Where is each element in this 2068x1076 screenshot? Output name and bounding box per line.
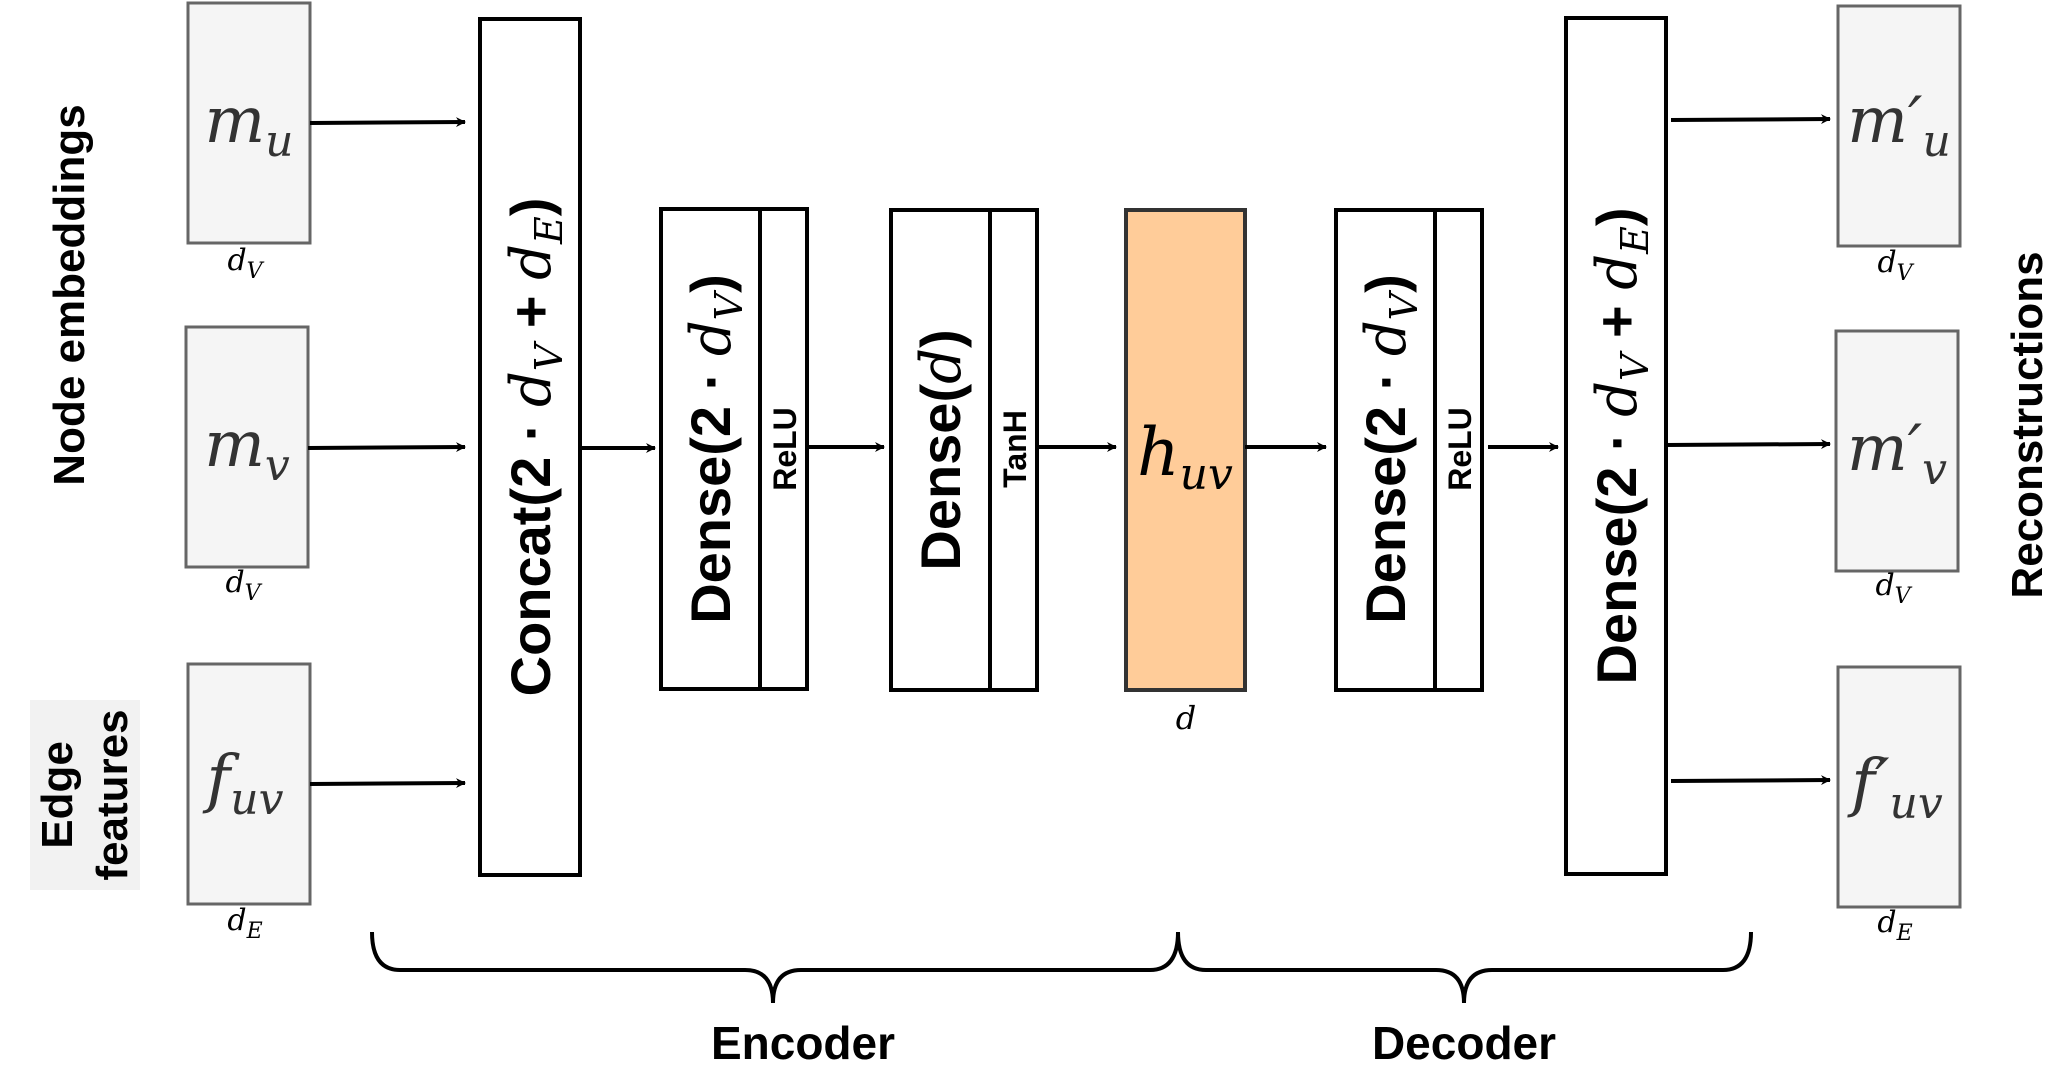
output-m-u-prime: m′u dV [1836,4,1962,286]
arrow-f-uv-to-concat [309,778,466,789]
output-f-uv-prime: f′uv dE [1836,665,1962,946]
output-m-v-prime: m′v dV [1834,329,1960,609]
output-m-v-prime-dimension: dV [1875,568,1912,609]
arrow-dense4-to-m-u-prime [1670,114,1831,125]
encoder-brace [370,931,1180,1004]
svg-text:huv: huv [1137,414,1233,500]
dense3-layer: Dense(2 · dV) ReLU [1334,208,1484,692]
decoder-label: Decoder [1372,1017,1556,1069]
svg-text:m′v: m′v [1847,412,1947,495]
arrow-m-u-to-concat [309,117,466,128]
output-f-uv-prime-dimension: dE [1877,905,1912,946]
svg-text:m′u: m′u [1847,84,1951,167]
output-m-u-prime-dimension: dV [1877,245,1914,286]
dense2-activation: TanH [997,410,1033,488]
svg-text:mv: mv [204,408,290,491]
input-m-v-dimension: dV [225,565,262,606]
dense1-activation: ReLU [767,407,803,491]
svg-text:f′uv: f′uv [1847,746,1943,829]
dense2-layer: Dense(d) TanH [889,208,1039,692]
encoder-label: Encoder [711,1017,895,1069]
concat-layer: Concat(2 · dV + dE) [478,17,582,877]
edge-features-label-line1: Edge [33,741,82,849]
svg-text:Dense(2 · dV): Dense(2 · dV) [1354,274,1426,624]
decoder-brace [1176,931,1753,1004]
svg-text:Concat(2 · dV + dE): Concat(2 · dV + dE) [499,198,571,697]
svg-text:Dense(2 · dV + dE): Dense(2 · dV + dE) [1585,207,1657,684]
arrow-dense4-to-m-v-prime [1665,439,1831,450]
input-m-u-dimension: dV [227,243,264,284]
input-m-u: mu dV [186,1,312,284]
input-f-uv: fuv dE [186,662,312,944]
svg-text:Dense(d): Dense(d) [909,329,974,570]
dense4-layer: Dense(2 · dV + dE) [1564,16,1668,876]
dense1-layer: Dense(2 · dV) ReLU [659,207,809,691]
reconstructions-label: Reconstructions [2003,251,2052,598]
node-embeddings-label: Node embeddings [45,104,94,485]
dense3-activation: ReLU [1442,407,1478,491]
input-m-v: mv dV [184,325,310,606]
arrow-m-v-to-concat [307,442,466,453]
svg-text:Dense(2 · dV): Dense(2 · dV) [679,274,751,624]
svg-text:mu: mu [204,84,293,167]
input-f-uv-dimension: dE [227,903,262,944]
edge-features-label-background [30,700,140,890]
arrow-dense4-to-f-uv-prime [1670,775,1831,786]
latent-dimension: d [1176,699,1196,737]
edge-features-label-line2: features [88,709,137,880]
latent-h-uv: huv d [1124,208,1247,737]
